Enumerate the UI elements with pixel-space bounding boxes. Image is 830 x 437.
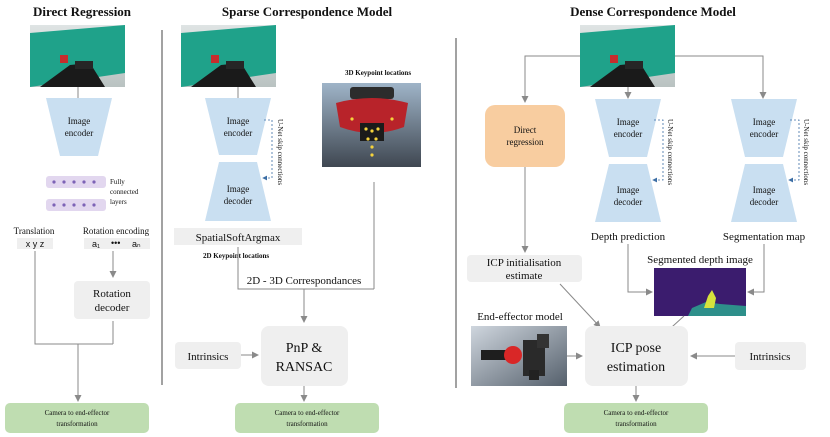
sparse-output-box <box>235 403 379 433</box>
segmented-depth-image <box>654 268 746 316</box>
depth-skip-label: U-Net skip connections <box>666 119 674 185</box>
seg-image-encoder <box>731 99 797 157</box>
arrow-dense-to-seg <box>675 55 767 99</box>
dense-intrinsics-label: Intrinsics <box>750 351 791 363</box>
icp-pose-label-1: ICP pose <box>611 341 661 356</box>
arrow-depth-to-segmented <box>627 244 653 296</box>
direct-output-label-2: transformation <box>56 420 98 428</box>
spatial-soft-argmax <box>174 228 302 245</box>
dense-input-image <box>580 25 675 87</box>
icp-init-label-1: ICP initialisation <box>487 257 562 269</box>
arrow-seg-to-segmented <box>747 244 765 296</box>
depth-image-encoder <box>595 99 661 157</box>
title-direct-regression: Direct Regression <box>33 4 132 19</box>
direct-output-box <box>5 403 149 433</box>
icp-pose-box <box>585 326 688 386</box>
seg-encoder-label-2: encoder <box>750 129 778 139</box>
spatial-soft-argmax-label: SpatialSoftArgmax <box>196 232 281 244</box>
seg-skip-connections <box>788 119 800 183</box>
rotation-dots: ••• <box>111 238 120 248</box>
dense-output-box <box>564 403 708 433</box>
depth-prediction-label: Depth prediction <box>591 231 666 243</box>
fc-label-2: connected <box>110 188 139 196</box>
fc-label-1: Fully <box>110 178 125 186</box>
depth-encoder-label-1: Image <box>617 117 640 127</box>
seg-decoder-label-2: decoder <box>750 197 778 207</box>
rotation-vector <box>84 238 150 249</box>
seg-encoder-label-1: Image <box>753 117 776 127</box>
keypoints-3d-image <box>322 83 421 167</box>
arrow-dense-to-direct <box>521 55 580 103</box>
pnp-ransac-box <box>261 326 348 386</box>
title-dense-model: Dense Correspondence Model <box>570 4 736 19</box>
direct-image-encoder <box>46 98 112 156</box>
dense-direct-regression-box <box>485 105 565 167</box>
depth-encoder-label-2: encoder <box>614 129 642 139</box>
dense-direct-label-2: regression <box>507 137 544 147</box>
end-effector-model-image <box>471 326 567 386</box>
seg-decoder-label-1: Image <box>753 185 776 195</box>
translation-vars: x y z <box>26 239 45 249</box>
seg-skip-label: U-Net skip connections <box>802 119 810 185</box>
sparse-encoder-label-1: Image <box>227 116 250 126</box>
arrow-translation-merge <box>34 251 113 345</box>
sparse-encoder-label-2: encoder <box>224 128 252 138</box>
sparse-input-image <box>181 25 276 87</box>
direct-encoder-label-1: Image <box>68 116 91 126</box>
icp-init-label-2: estimate <box>506 270 543 282</box>
direct-encoder-label-2: encoder <box>65 128 93 138</box>
arrow-init-to-icp <box>559 283 601 328</box>
sparse-skip-label: U-Net skip connections <box>276 119 284 185</box>
rotation-an: aₙ <box>132 239 141 249</box>
depth-skip-connections <box>652 119 664 183</box>
depth-decoder-label-1: Image <box>617 185 640 195</box>
translation-vector <box>17 238 53 249</box>
rotation-encoding-label: Rotation encoding <box>83 226 150 236</box>
seg-image-decoder <box>731 164 797 222</box>
rotation-decoder-label-2: decoder <box>95 302 130 314</box>
direct-input-image <box>30 25 125 87</box>
keypoints-3d-label: 3D Keypoint locations <box>345 69 411 77</box>
end-effector-model-label: End-effector model <box>477 311 563 323</box>
icp-init-box <box>467 255 582 282</box>
translation-label: Translation <box>14 226 55 236</box>
sparse-output-label-2: transformation <box>286 420 328 428</box>
fc-label-3: layers <box>110 198 127 206</box>
arrow-2d-keypoints <box>237 247 374 290</box>
icp-pose-label-2: estimation <box>607 360 665 375</box>
sparse-decoder-label-2: decoder <box>224 196 252 206</box>
rotation-decoder-label-1: Rotation <box>93 288 131 300</box>
sparse-intrinsics-box <box>175 342 241 369</box>
dense-output-label-2: transformation <box>615 420 657 428</box>
sparse-intrinsics-label: Intrinsics <box>188 351 229 363</box>
title-sparse-model: Sparse Correspondence Model <box>222 4 393 19</box>
sparse-output-label-1: Camera to end-effector <box>275 409 340 417</box>
sparse-image-encoder <box>205 98 271 155</box>
dense-direct-label-1: Direct <box>514 125 537 135</box>
sparse-image-decoder <box>205 162 271 221</box>
dense-intrinsics-box <box>735 342 806 370</box>
pnp-label-1: PnP & <box>286 341 323 356</box>
rotation-a1: a₁ <box>92 239 100 249</box>
correspondences-label: 2D - 3D Correspondances <box>247 275 362 287</box>
depth-decoder-label-2: decoder <box>614 197 642 207</box>
segmentation-map-label: Segmentation map <box>723 231 806 243</box>
keypoints-2d-label: 2D Keypoint locations <box>203 252 269 260</box>
pnp-label-2: RANSAC <box>276 360 333 375</box>
rotation-decoder <box>74 281 150 319</box>
fully-connected-layers <box>46 176 106 211</box>
segmented-depth-label: Segmented depth image <box>647 254 753 266</box>
sparse-skip-connections <box>262 119 273 181</box>
direct-output-label-1: Camera to end-effector <box>45 409 110 417</box>
dense-output-label-1: Camera to end-effector <box>604 409 669 417</box>
sparse-decoder-label-1: Image <box>227 184 250 194</box>
depth-image-decoder <box>595 164 661 222</box>
